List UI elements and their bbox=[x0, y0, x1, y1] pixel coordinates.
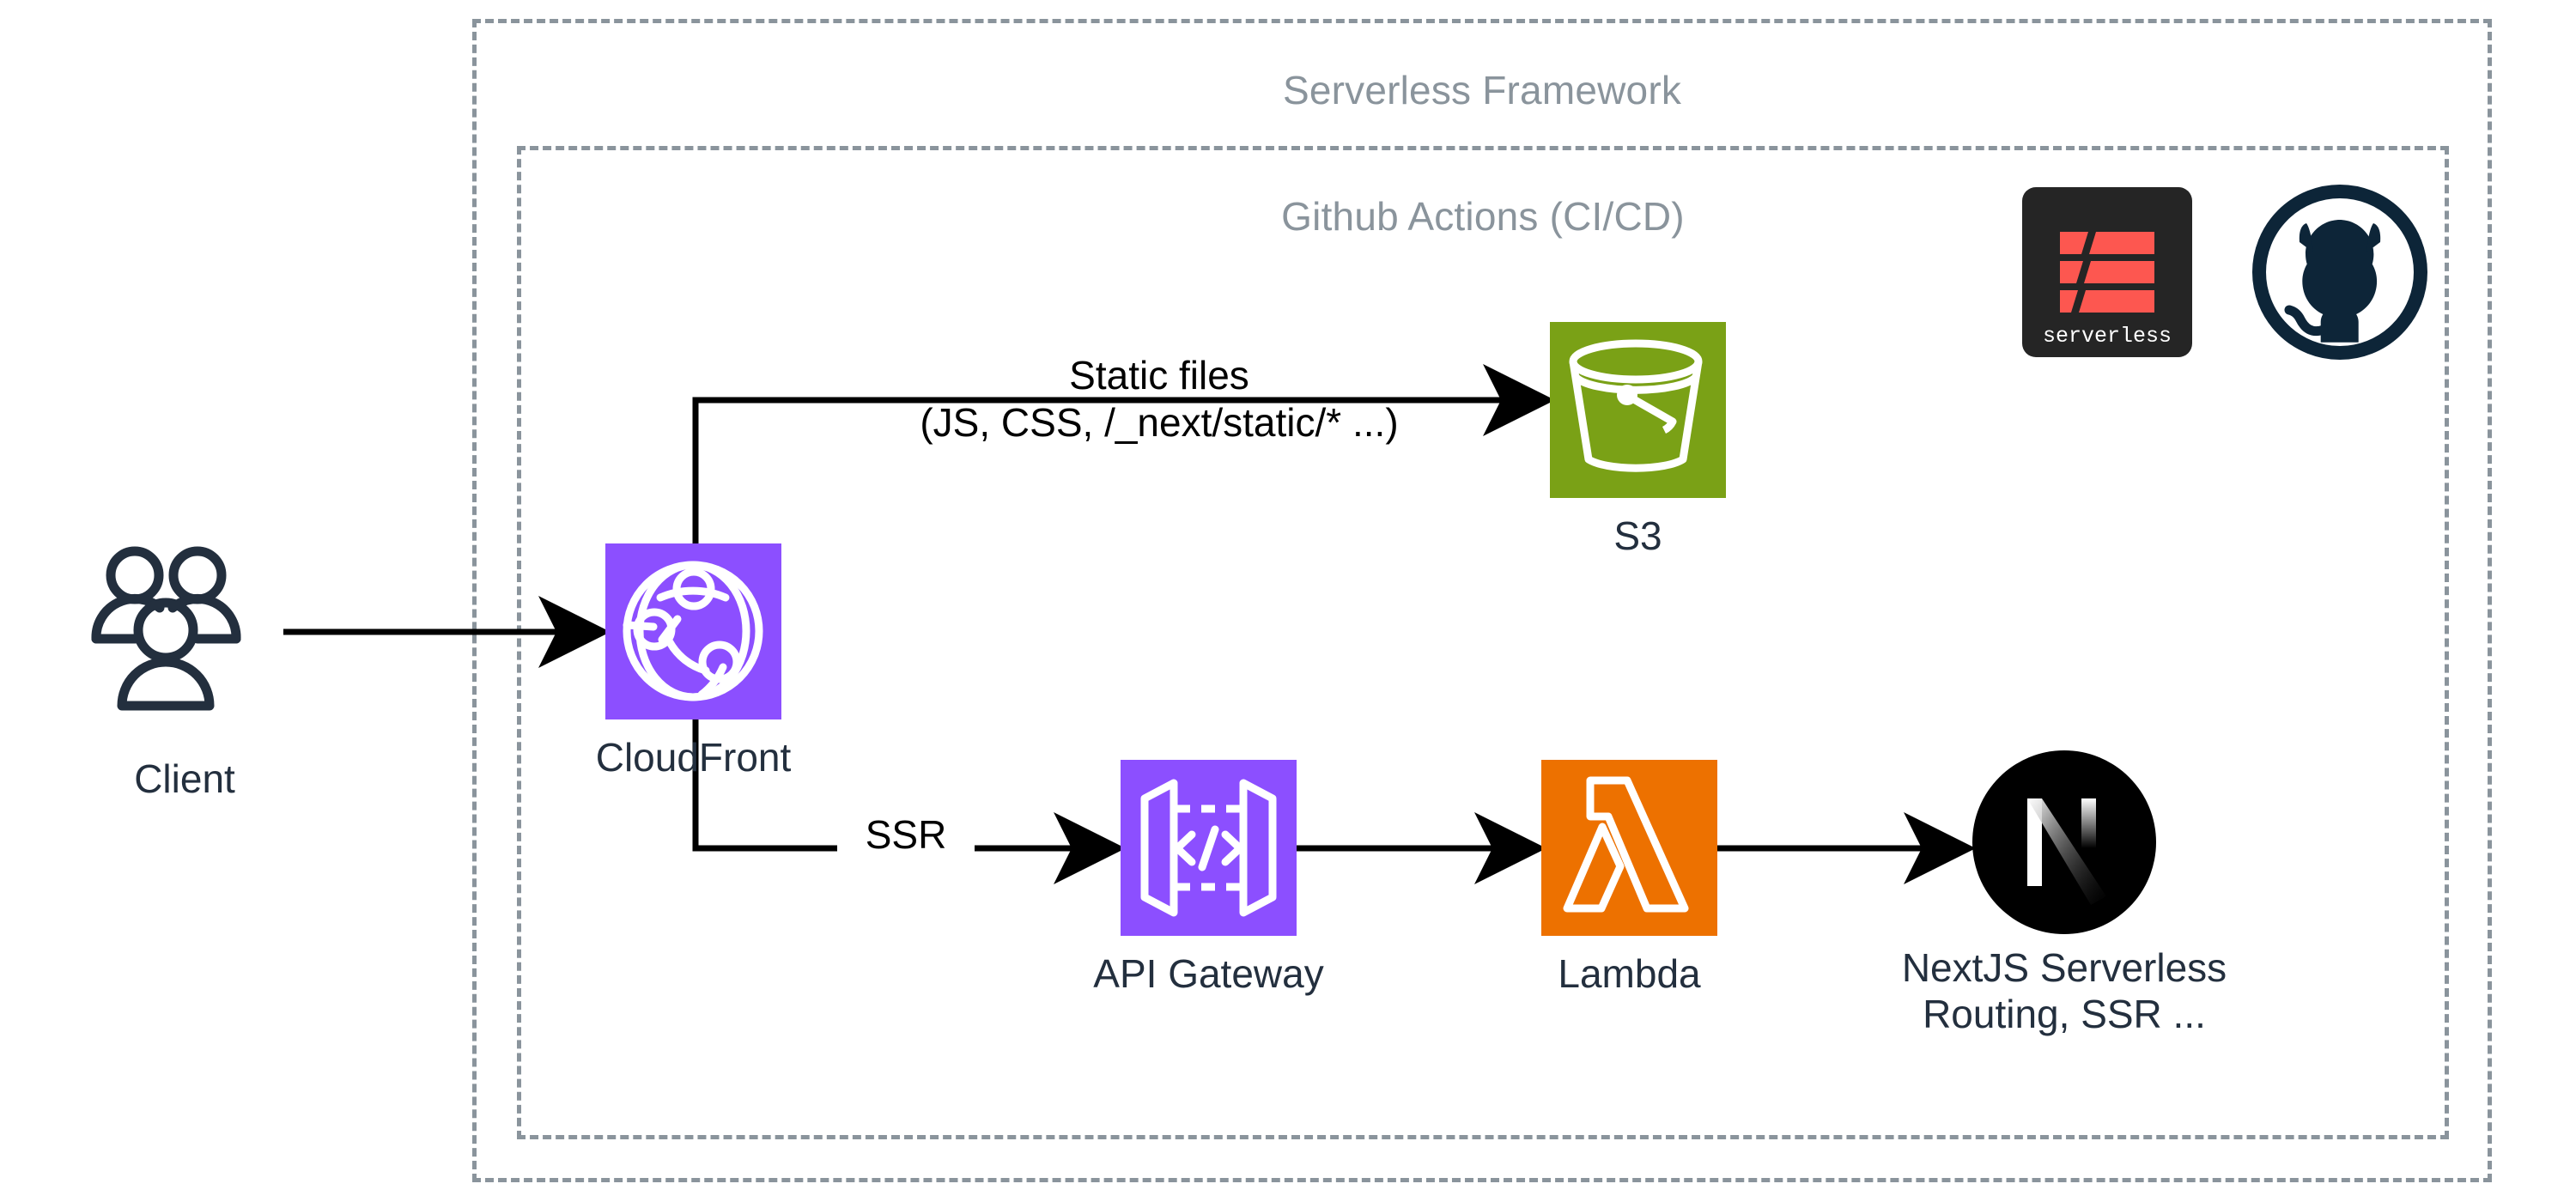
node-label-s3: S3 bbox=[1613, 513, 1662, 558]
serverless-wordmark: serverless bbox=[2043, 324, 2172, 349]
static-files-line2: (JS, CSS, /_next/static/* ...) bbox=[920, 400, 1399, 446]
node-label-nextjs-line1: NextJS Serverless bbox=[1901, 945, 2227, 990]
node-label-api-gateway: API Gateway bbox=[1093, 951, 1324, 996]
node-label-lambda: Lambda bbox=[1558, 951, 1701, 996]
s3-bucket-icon bbox=[1550, 322, 1726, 498]
edge-label-static-files: Static files (JS, CSS, /_next/static/* .… bbox=[824, 352, 1494, 446]
node-s3[interactable]: S3 bbox=[1550, 322, 1726, 558]
edge-label-ssr: SSR bbox=[837, 811, 975, 859]
group-box-serverless-framework bbox=[472, 19, 2492, 1182]
node-api-gateway[interactable]: API Gateway bbox=[1093, 760, 1324, 996]
group-box-github-actions bbox=[517, 146, 2449, 1139]
serverless-logo[interactable]: serverless bbox=[2022, 187, 2192, 361]
users-group-icon bbox=[86, 541, 283, 743]
static-files-line1: Static files bbox=[1069, 353, 1249, 398]
github-octocat-icon[interactable] bbox=[2250, 182, 2430, 367]
node-nextjs[interactable]: NextJS Serverless Routing, SSR ... bbox=[1902, 749, 2227, 1036]
group-title-github-actions: Github Actions (CI/CD) bbox=[1281, 194, 1685, 239]
node-client[interactable]: Client bbox=[86, 541, 283, 801]
nextjs-icon bbox=[1971, 749, 2158, 940]
node-label-nextjs-line2: Routing, SSR ... bbox=[1923, 992, 2206, 1037]
api-gateway-icon bbox=[1121, 760, 1297, 936]
group-title-serverless-framework: Serverless Framework bbox=[1282, 68, 1682, 112]
node-lambda[interactable]: Lambda bbox=[1541, 760, 1717, 996]
cloudfront-icon bbox=[605, 543, 781, 719]
node-label-client: Client bbox=[134, 756, 235, 801]
lambda-icon bbox=[1541, 760, 1717, 936]
node-label-cloudfront: CloudFront bbox=[595, 735, 792, 780]
node-cloudfront[interactable]: CloudFront bbox=[596, 543, 791, 780]
node-label-nextjs: NextJS Serverless Routing, SSR ... bbox=[1902, 944, 2227, 1038]
